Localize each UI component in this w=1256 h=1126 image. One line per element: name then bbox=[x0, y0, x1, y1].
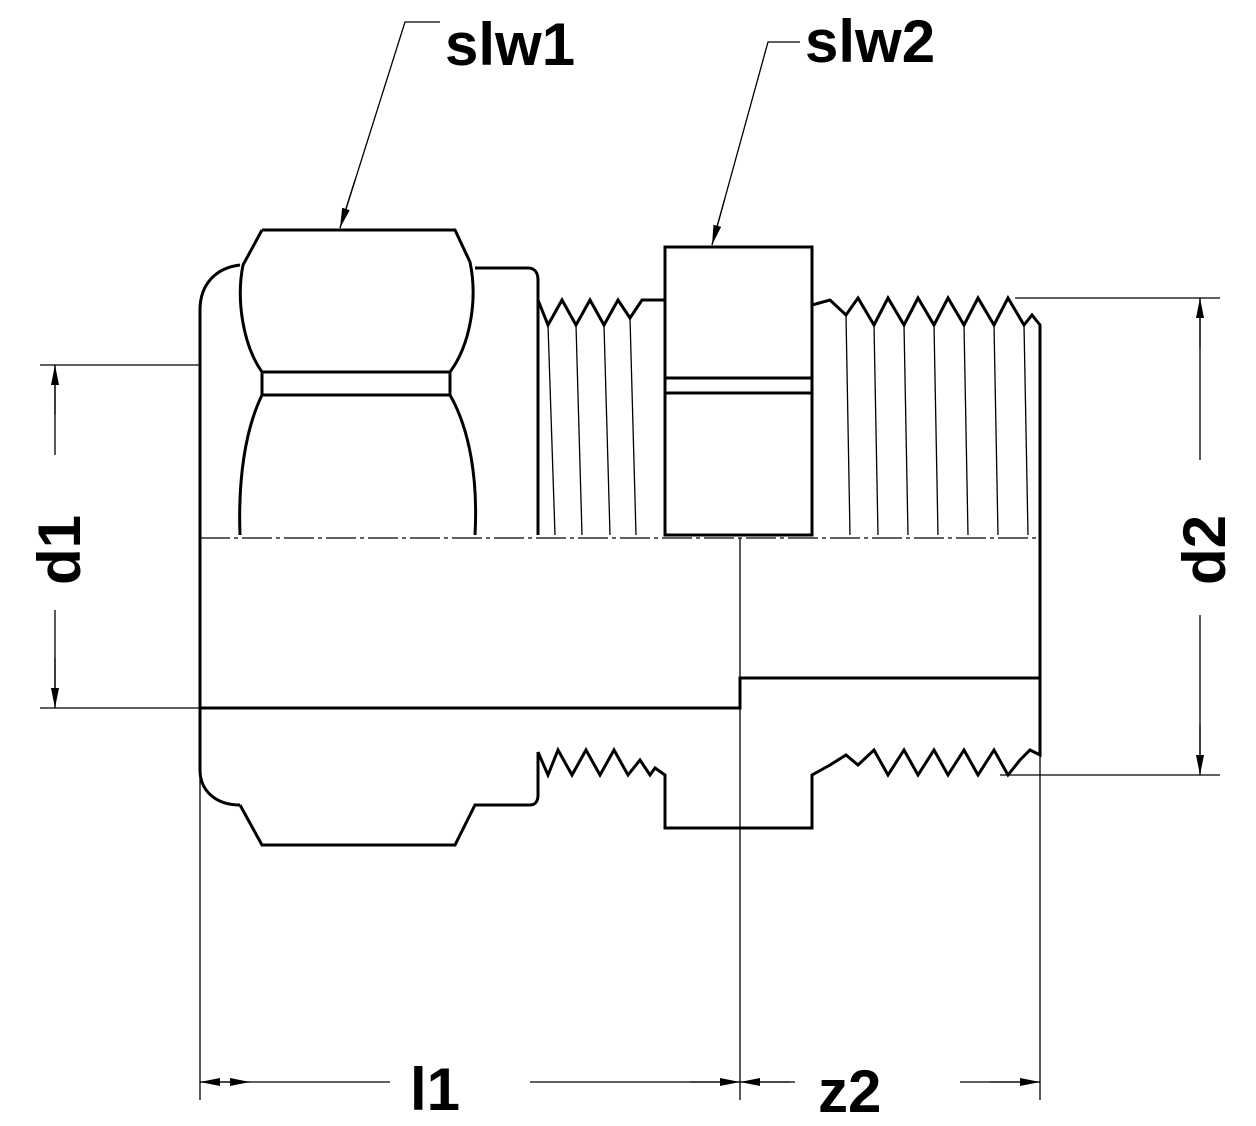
thread-left-lines bbox=[547, 317, 637, 536]
label-slw1: slw1 bbox=[445, 11, 575, 78]
nut-bottom bbox=[238, 752, 540, 847]
thread-right-lines bbox=[845, 314, 1029, 536]
arrow-slw1 bbox=[339, 179, 356, 229]
hex-slw2-band bbox=[665, 376, 812, 395]
label-slw2: slw2 bbox=[805, 8, 935, 75]
thread-left-top bbox=[536, 296, 665, 329]
arrow-slw2 bbox=[711, 197, 726, 246]
nut-band bbox=[262, 370, 450, 397]
label-d2: d2 bbox=[1171, 515, 1238, 585]
leader-slw1 bbox=[339, 21, 440, 229]
extension-lines bbox=[40, 297, 1220, 1100]
label-l1: l1 bbox=[410, 1056, 460, 1123]
hex-slw2 bbox=[663, 245, 814, 537]
bore bbox=[200, 676, 1040, 710]
leader-slw2 bbox=[711, 41, 800, 246]
label-d1: d1 bbox=[26, 515, 93, 585]
nut-hex bbox=[238, 228, 478, 536]
collar bbox=[475, 266, 540, 535]
end-cap bbox=[198, 263, 241, 807]
thread-right-top bbox=[536, 294, 1042, 830]
label-z2: z2 bbox=[818, 1058, 881, 1125]
